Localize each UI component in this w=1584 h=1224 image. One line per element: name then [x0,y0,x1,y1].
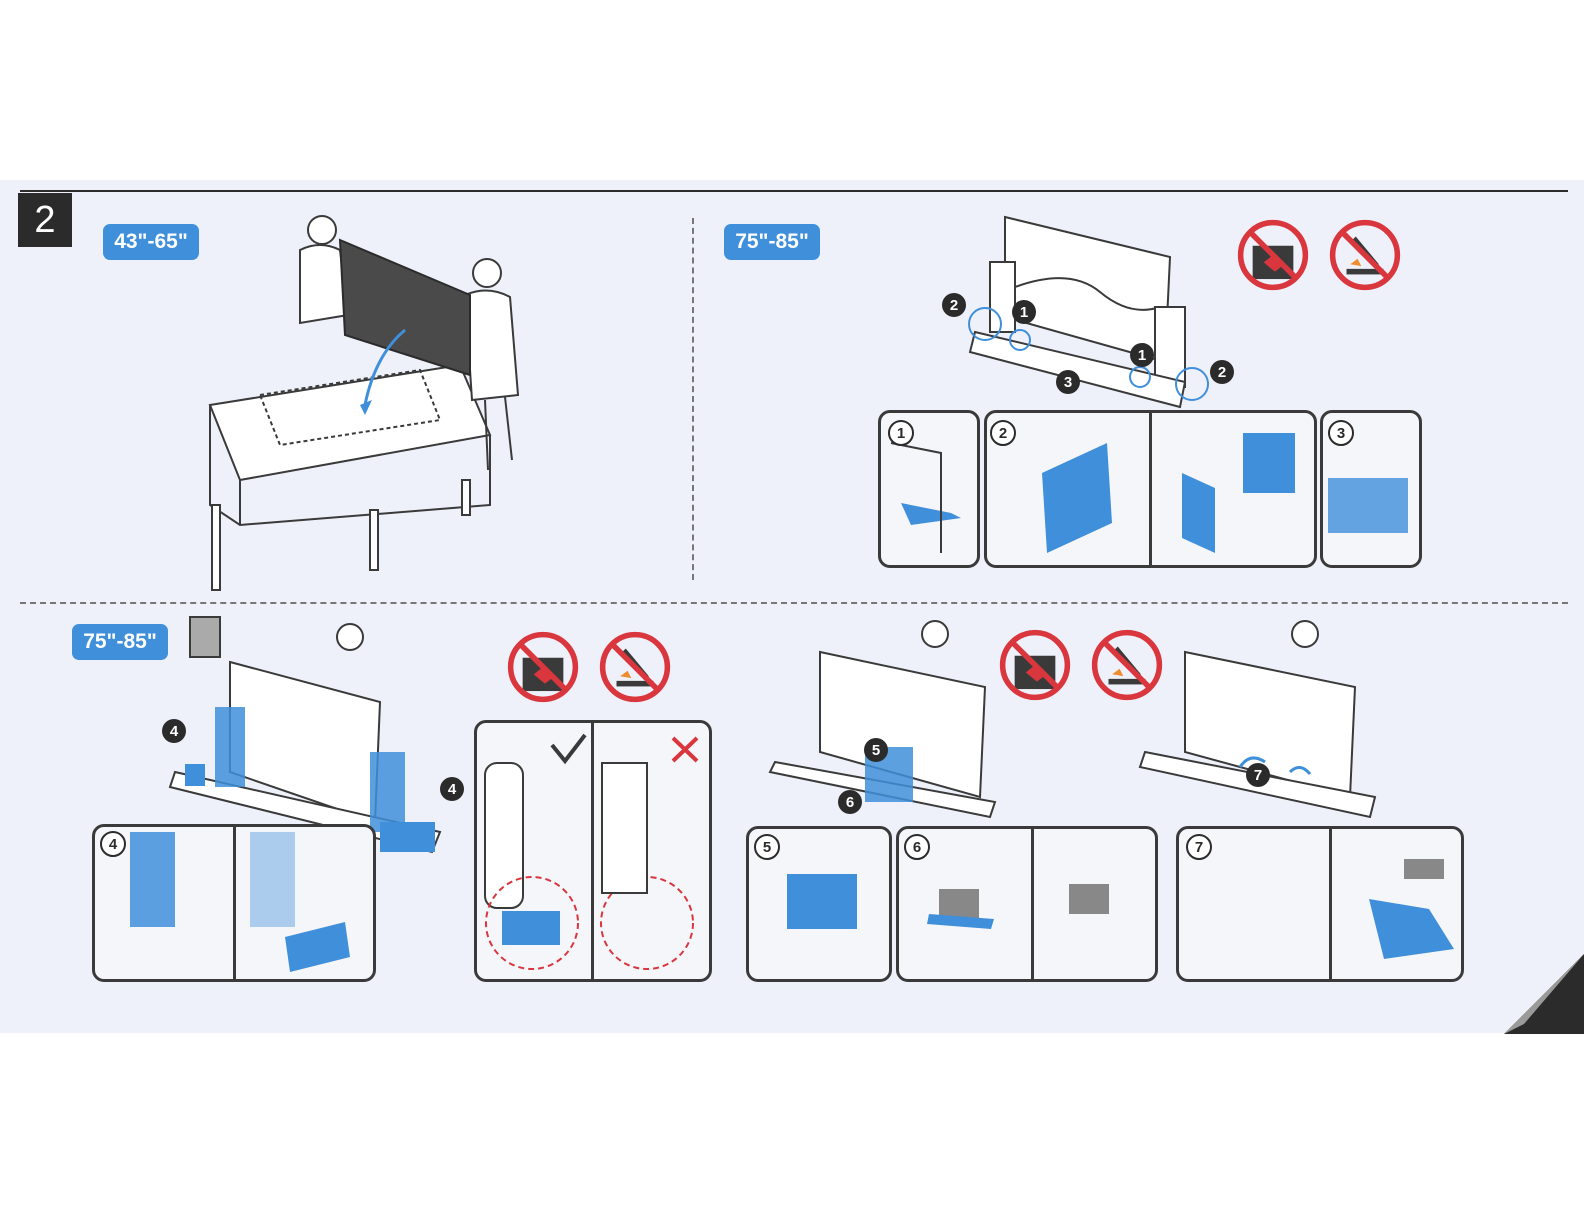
tv-on-table-illustration [200,205,540,575]
header-rule [20,190,1568,192]
size-tag-75-85-bottom: 75"-85" [72,624,168,660]
callout-3: 3 [1056,370,1080,394]
panel-label-1: 1 [888,420,914,446]
callout-1b: 1 [1130,343,1154,367]
callout-2b: 2 [1210,360,1234,384]
callout-4a: 4 [162,719,186,743]
horizontal-divider [20,602,1568,604]
detail-panel-4 [92,824,376,982]
panel-label-7: 7 [1186,834,1212,860]
step-number-badge: 2 [18,193,72,247]
panel-label-2: 2 [990,420,1016,446]
fold-packing-illustration [1140,612,1380,822]
callout-4b: 4 [440,777,464,801]
no-impact-icon [1236,218,1310,292]
correct-incorrect-panel [474,720,712,982]
callout-2a: 2 [942,293,966,317]
panel-label-6: 6 [904,834,930,860]
no-impact-icon-3 [998,628,1072,702]
panel-label-5: 5 [754,834,780,860]
panel-label-4: 4 [100,831,126,857]
remove-bracket-illustration [770,612,1000,822]
panel-label-3: 3 [1328,420,1354,446]
check-icon [552,735,585,761]
callout-7: 7 [1246,763,1270,787]
page-curl-icon [1504,954,1584,1034]
detail-panel-6 [896,826,1158,982]
callout-1a: 1 [1012,300,1036,324]
detail-panel-2 [984,410,1317,568]
vertical-divider [692,218,694,580]
no-pressure-icon-2 [598,630,672,704]
callout-5: 5 [864,738,888,762]
tv-in-box-illustration [960,212,1210,412]
size-tag-43-65: 43"-65" [103,224,199,260]
callout-6: 6 [838,790,862,814]
size-tag-75-85-top: 75"-85" [724,224,820,260]
no-pressure-icon [1328,218,1402,292]
no-impact-icon-2 [506,630,580,704]
detail-panel-7 [1176,826,1464,982]
